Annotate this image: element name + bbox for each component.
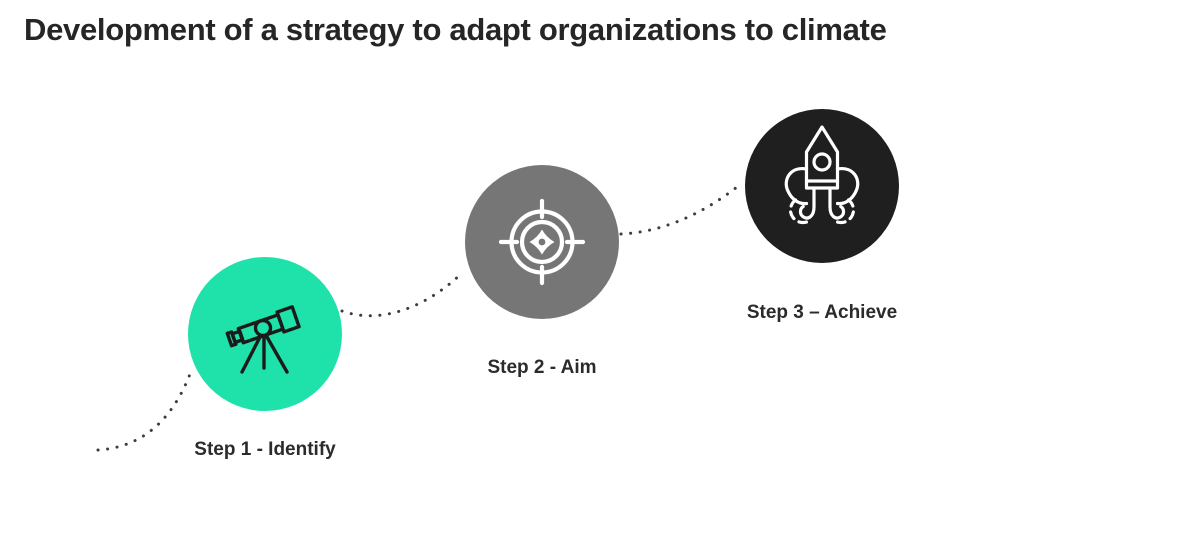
rocket-icon	[784, 125, 860, 225]
target-icon	[498, 198, 586, 286]
page-title: Development of a strategy to adapt organ…	[24, 12, 887, 47]
connector-path-3	[619, 185, 739, 236]
step-label-aim: Step 2 - Aim	[487, 357, 597, 378]
telescope-icon	[225, 305, 301, 374]
connector-path-2	[340, 270, 465, 318]
step-circle-3	[745, 109, 899, 263]
step-label-identify: Step 1 - Identify	[194, 439, 336, 460]
step-label-achieve: Step 3 – Achieve	[746, 302, 898, 323]
